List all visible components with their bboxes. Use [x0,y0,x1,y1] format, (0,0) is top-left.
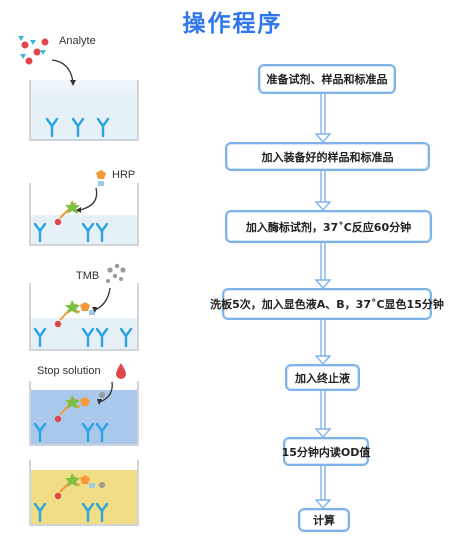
step-wash-color: 洗板5次，加入显色液A、B，37˚C显色15分钟 [210,288,444,320]
well-hrp: HRP [29,169,139,246]
step-add-enzyme: 加入酶标试剂，37˚C反应60分钟 [225,210,432,243]
hrp-label: HRP [112,169,135,181]
drop-icon [116,363,126,379]
hrp-icon [96,170,106,186]
well-final [29,460,139,526]
step-read-od: 15分钟内读OD值 [282,437,370,466]
step-stop: 加入终止液 [285,364,360,391]
well-stop: Stop solution [29,363,139,446]
step-add-sample: 加入装备好的样品和标准品 [225,142,430,171]
page-title: 操作程序 [182,11,283,37]
stop-label: Stop solution [37,365,101,377]
step-calculate: 计算 [298,508,350,532]
well-analyte: Analyte [18,35,139,141]
well-tmb: TMB [29,263,139,351]
analyte-label: Analyte [59,35,96,47]
step-prepare: 准备试剂、样品和标准品 [258,64,396,94]
analyte-icon [18,36,49,65]
elisa-illustration: Analyte HRP [18,35,139,526]
tmb-label: TMB [76,270,99,282]
tmb-icon [106,263,126,283]
